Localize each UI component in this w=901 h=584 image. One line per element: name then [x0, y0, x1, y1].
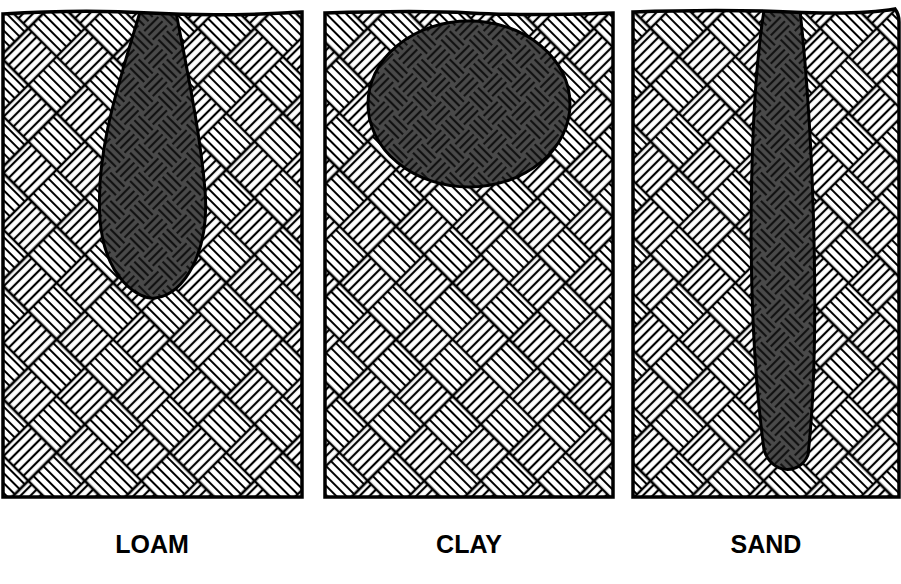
water-zone — [99, 12, 205, 298]
sand-panel — [633, 9, 899, 497]
loam-panel — [3, 11, 302, 497]
soil-type-label: CLAY — [436, 532, 502, 557]
soil-type-label: LOAM — [115, 532, 189, 557]
water-zone — [368, 21, 570, 187]
soil-type-label: SAND — [731, 532, 802, 557]
clay-panel — [325, 12, 613, 498]
water-zone — [751, 10, 815, 469]
